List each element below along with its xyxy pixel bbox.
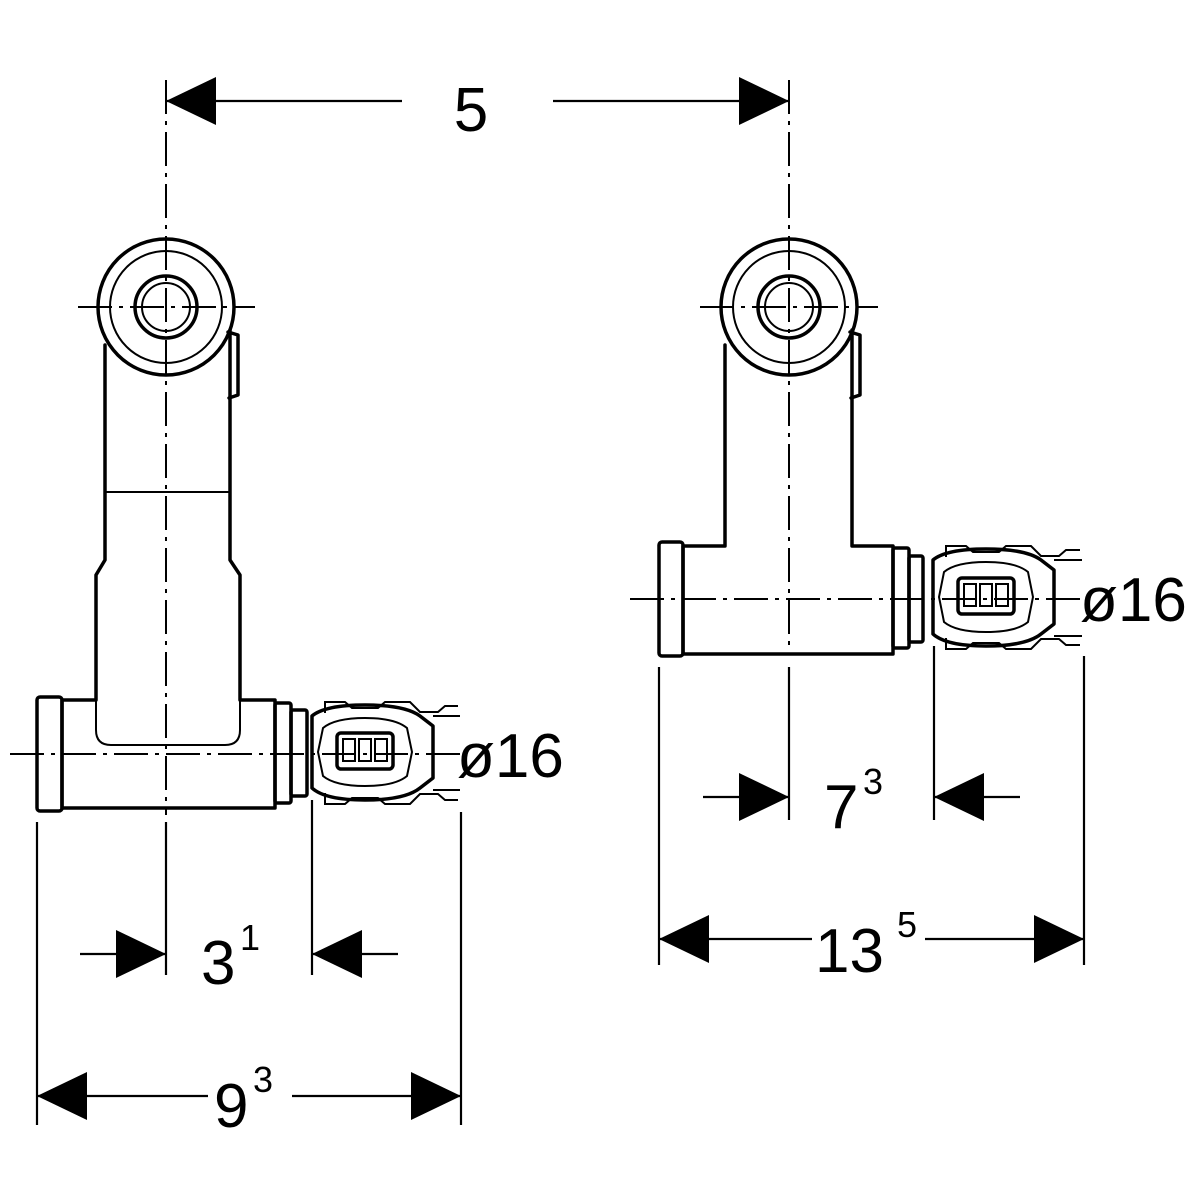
arrowhead — [116, 930, 166, 978]
pipe-diameter-label-right: ø16 — [1080, 566, 1187, 635]
arrowhead — [934, 773, 984, 821]
dimension-label-right-width: 13 — [815, 917, 884, 986]
dimension-label-left-width: 9 — [214, 1072, 248, 1141]
arrowhead — [166, 77, 216, 125]
dimension-left-offset: 3 1 — [80, 800, 398, 998]
arrowhead — [411, 1072, 461, 1120]
arrowhead — [739, 773, 789, 821]
dimension-left-width: 9 3 — [35, 812, 463, 1141]
dimension-right-width: 13 5 — [657, 656, 1086, 986]
dimension-label-right-offset: 7 — [824, 773, 858, 842]
dimension-sup-left-offset: 1 — [240, 917, 260, 958]
right-elbow-fitting — [657, 237, 1082, 658]
arrowhead — [1034, 915, 1084, 963]
arrowhead — [739, 77, 789, 125]
arrowhead — [312, 930, 362, 978]
pipe-diameter-label-left: ø16 — [457, 722, 564, 791]
arrowhead — [659, 915, 709, 963]
dimension-label-center-spacing: 5 — [454, 76, 488, 145]
dimension-sup-right-offset: 3 — [863, 761, 883, 802]
dimension-right-offset: 7 3 — [703, 646, 1020, 842]
dimension-center-spacing: 5 — [166, 76, 789, 145]
left-elbow-fitting — [35, 237, 460, 813]
dimension-sup-left-width: 3 — [253, 1059, 273, 1100]
dimension-sup-right-width: 5 — [897, 904, 917, 945]
dimension-label-left-offset: 3 — [201, 929, 235, 998]
arrowhead — [37, 1072, 87, 1120]
center-lines — [10, 80, 1085, 815]
